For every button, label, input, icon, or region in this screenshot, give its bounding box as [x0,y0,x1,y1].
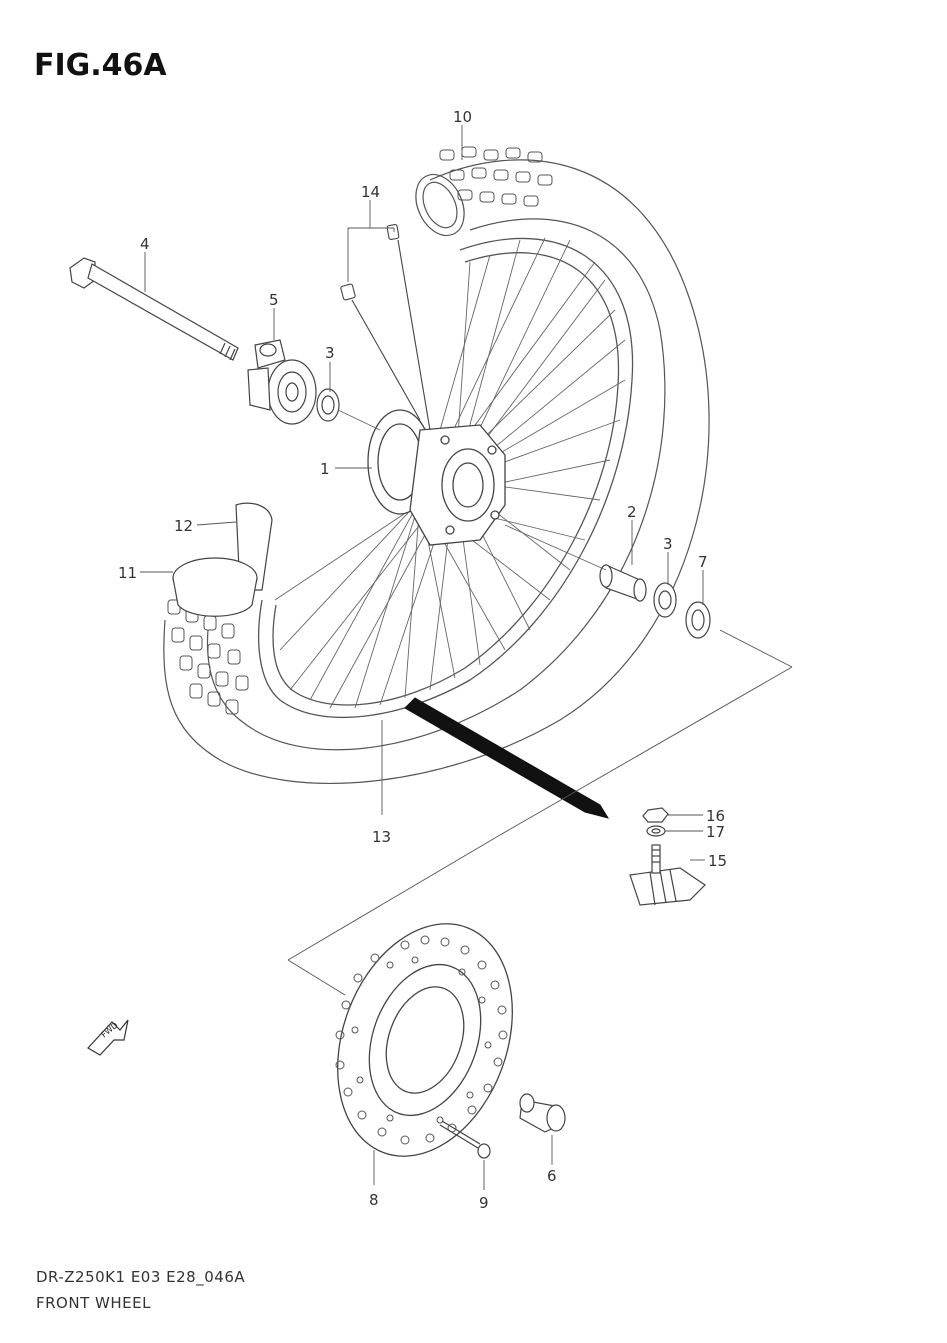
callout-2: 2 [627,503,637,521]
callout-16: 16 [706,807,725,825]
brake-disc [335,923,513,1157]
rim-lock-nut [642,807,669,823]
model-code: DR-Z250K1 E03 E28_046A [36,1268,246,1286]
section-name: FRONT WHEEL [36,1294,151,1312]
figure-title: FIG.46A [34,48,167,83]
callout-11: 11 [118,564,137,582]
leader-lines [140,125,705,1190]
callout-1: 1 [320,460,330,478]
front-axle [69,257,239,361]
callout-8: 8 [369,1191,379,1209]
callout-14: 14 [361,183,380,201]
callout-4: 4 [140,235,150,253]
wheel-bearing-left [316,388,340,422]
spoke-and-nipple [340,224,431,431]
dust-seal [685,601,711,639]
inner-tube-section [172,502,273,617]
callout-6: 6 [547,1167,557,1185]
hub-collar [519,1093,566,1133]
callout-9: 9 [479,1194,489,1212]
wheel-rim [258,237,634,719]
speedometer-gearbox [247,339,317,425]
callout-15: 15 [708,852,727,870]
rim-lock [629,844,706,906]
callout-3-left: 3 [325,344,335,362]
assembly-arrow [404,697,610,819]
forward-direction-icon: FWD [87,1019,129,1056]
callout-13: 13 [372,828,391,846]
axle-centerline [337,409,607,571]
callout-3-right: 3 [663,535,673,553]
callout-12: 12 [174,517,193,535]
wheel-hub [367,409,506,546]
callout-17: 17 [706,823,725,841]
assembly-guide-lines [287,629,793,996]
wheel-bearing-right [653,582,677,618]
callout-labels: 1 2 3 3 4 5 6 7 8 9 10 11 12 13 14 15 16… [118,108,727,1212]
callout-5: 5 [269,291,279,309]
callout-10: 10 [453,108,472,126]
disc-bolt [439,1120,491,1159]
callout-7: 7 [698,553,708,571]
rim-lock-washer [646,825,666,837]
front-tire [163,146,710,784]
axle-spacer [599,564,647,602]
